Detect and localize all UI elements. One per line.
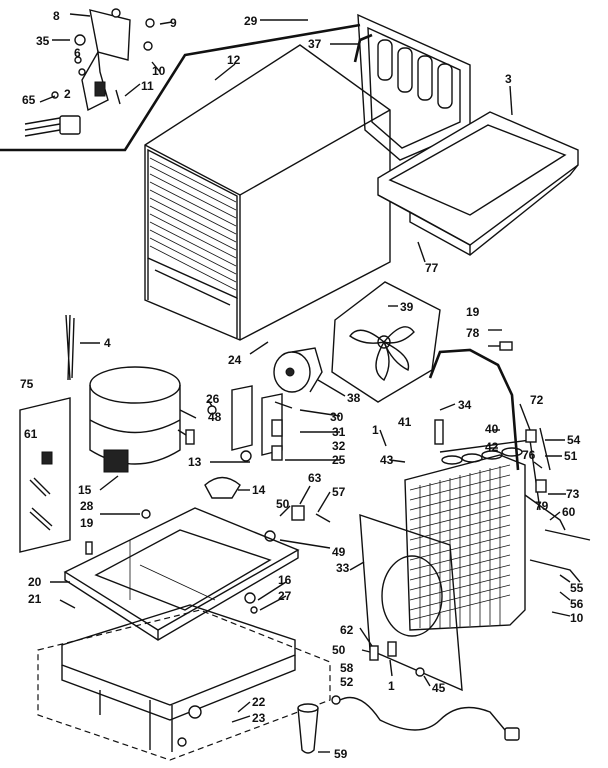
callout-c41: 41 xyxy=(398,415,412,429)
callout-c20: 20 xyxy=(28,575,42,589)
callout-c4: 4 xyxy=(104,336,111,350)
callout-c24: 24 xyxy=(228,353,242,367)
callout-c58: 58 xyxy=(340,661,354,675)
callout-c8: 8 xyxy=(53,9,60,23)
callout-c11: 11 xyxy=(141,79,154,93)
callout-c45: 45 xyxy=(432,681,446,695)
callout-c35: 35 xyxy=(36,34,50,48)
base-frame-21 xyxy=(37,604,331,761)
callout-c59: 59 xyxy=(334,747,348,761)
callout-c76: 76 xyxy=(522,448,536,462)
callout-c19a: 19 xyxy=(466,305,480,319)
callout-c38: 38 xyxy=(347,391,361,405)
condenser-43 xyxy=(404,439,541,631)
kit-box-75 xyxy=(19,397,71,553)
callout-c12: 12 xyxy=(227,53,241,67)
callout-c50b: 50 xyxy=(332,643,346,657)
callout-c37: 37 xyxy=(308,37,322,51)
callout-c56: 56 xyxy=(570,597,584,611)
fittings-center xyxy=(185,385,331,542)
power-cord-52 xyxy=(331,695,520,741)
compressor-15 xyxy=(89,366,197,473)
fan-motor-38 xyxy=(273,347,323,409)
callout-c10b: 10 xyxy=(570,611,584,625)
callout-c1a: 1 xyxy=(372,423,379,437)
control-bracket-parts xyxy=(24,8,155,137)
callout-c1b: 1 xyxy=(388,679,395,693)
callout-c9: 9 xyxy=(170,16,177,30)
callout-c73: 73 xyxy=(566,487,580,501)
callout-c42: 42 xyxy=(485,440,499,454)
fan-shroud-39 xyxy=(331,281,441,403)
ice-bin-3 xyxy=(377,111,579,256)
callout-c6: 6 xyxy=(74,46,81,60)
callout-c16: 16 xyxy=(278,573,292,587)
callout-c51: 51 xyxy=(564,449,578,463)
mounting-plate-33 xyxy=(359,514,463,692)
callout-c14: 14 xyxy=(252,483,266,497)
callout-c72: 72 xyxy=(530,393,544,407)
callout-c54: 54 xyxy=(567,433,581,447)
leader-lines xyxy=(39,13,571,753)
callout-c34: 34 xyxy=(458,398,472,412)
callout-c62: 62 xyxy=(340,623,354,637)
callout-c43: 43 xyxy=(380,453,394,467)
callout-c48: 48 xyxy=(208,410,222,424)
inset-border xyxy=(0,23,361,152)
callout-c75: 75 xyxy=(20,377,34,391)
callout-c40: 40 xyxy=(485,422,499,436)
evaporator-37 xyxy=(353,13,471,161)
callout-c26: 26 xyxy=(206,392,220,406)
callout-c52: 52 xyxy=(340,675,354,689)
callout-c78: 78 xyxy=(466,326,480,340)
callout-c32: 32 xyxy=(332,439,346,453)
callout-c77: 77 xyxy=(425,261,439,275)
callout-c2: 2 xyxy=(64,87,71,101)
small-fittings-bottom xyxy=(85,509,425,677)
callout-c15: 15 xyxy=(78,483,92,497)
callout-c23: 23 xyxy=(252,711,266,725)
right-side-parts xyxy=(434,341,591,583)
callout-c22: 22 xyxy=(252,695,266,709)
callout-c10: 10 xyxy=(152,64,166,78)
callout-c63: 63 xyxy=(308,471,322,485)
callout-labels: 8 9 35 6 10 11 65 2 29 37 12 3 77 4 24 3… xyxy=(20,9,584,761)
callout-c27: 27 xyxy=(278,589,292,603)
callout-c19b: 19 xyxy=(80,516,94,530)
callout-c21: 21 xyxy=(28,592,42,606)
callout-c65: 65 xyxy=(22,93,36,107)
callout-c39: 39 xyxy=(400,300,414,314)
cabinet-12 xyxy=(144,44,391,341)
tube-40 xyxy=(428,348,520,471)
callout-c33: 33 xyxy=(336,561,350,575)
callout-c29: 29 xyxy=(244,14,258,28)
callout-c79: 79 xyxy=(535,499,549,513)
callout-c50a: 50 xyxy=(276,497,290,511)
wire-bundle-4 xyxy=(65,314,75,381)
callout-c31: 31 xyxy=(332,425,346,439)
callout-c30: 30 xyxy=(330,410,344,424)
callout-c55: 55 xyxy=(570,581,584,595)
callout-c49: 49 xyxy=(332,545,346,559)
callout-c13: 13 xyxy=(188,455,202,469)
callout-c3: 3 xyxy=(505,72,512,86)
callout-c57: 57 xyxy=(332,485,346,499)
callout-c28: 28 xyxy=(80,499,94,513)
callout-c25: 25 xyxy=(332,453,346,467)
base-plate-20 xyxy=(63,507,300,641)
cup-59 xyxy=(297,703,319,754)
callout-c61: 61 xyxy=(24,427,38,441)
callout-c60: 60 xyxy=(562,505,576,519)
